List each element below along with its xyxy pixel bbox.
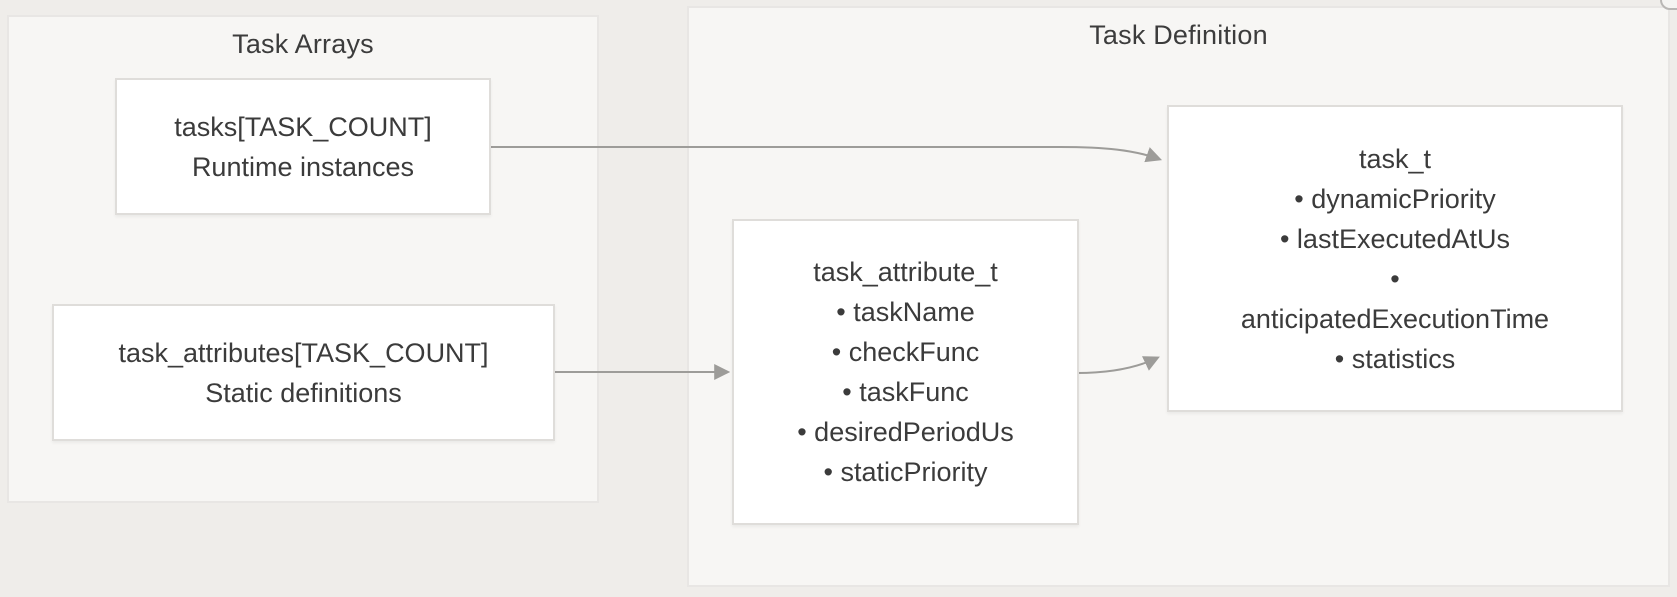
node-tasks-array: tasks[TASK_COUNT] Runtime instances — [115, 78, 491, 215]
node-line: • statistics — [1334, 343, 1456, 374]
node-line: anticipatedExecutionTime — [1240, 303, 1550, 334]
node-line: Static definitions — [205, 377, 402, 408]
group-task-arrays-title: Task Arrays — [232, 29, 374, 59]
node-line: • dynamicPriority — [1294, 183, 1496, 214]
node-line: • desiredPeriodUs — [797, 417, 1014, 447]
node-line: tasks[TASK_COUNT] — [174, 111, 432, 142]
clipped-rounded-panel-corner — [1660, 0, 1677, 10]
node-line: task_attributes[TASK_COUNT] — [118, 337, 489, 368]
node-task-t: task_t • dynamicPriority • lastExecutedAtU… — [1167, 105, 1623, 412]
node-line: task_t — [1358, 143, 1432, 174]
node-task-attributes-array: task_attributes[TASK_COUNT] Static defini… — [52, 304, 555, 441]
node-line: • checkFunc — [831, 337, 980, 367]
group-task-definition-title: Task Definition — [1089, 20, 1268, 50]
node-line: task_attribute_t — [813, 257, 998, 287]
node-line: • lastExecutedAtUs — [1279, 223, 1511, 254]
node-line: • taskName — [836, 297, 975, 327]
node-line: • — [1390, 263, 1400, 294]
node-line: Runtime instances — [191, 151, 415, 182]
node-task-attribute-t: task_attribute_t • taskName • checkFunc • t… — [732, 219, 1079, 525]
node-line: • staticPriority — [823, 457, 988, 487]
node-line: • taskFunc — [842, 377, 969, 407]
